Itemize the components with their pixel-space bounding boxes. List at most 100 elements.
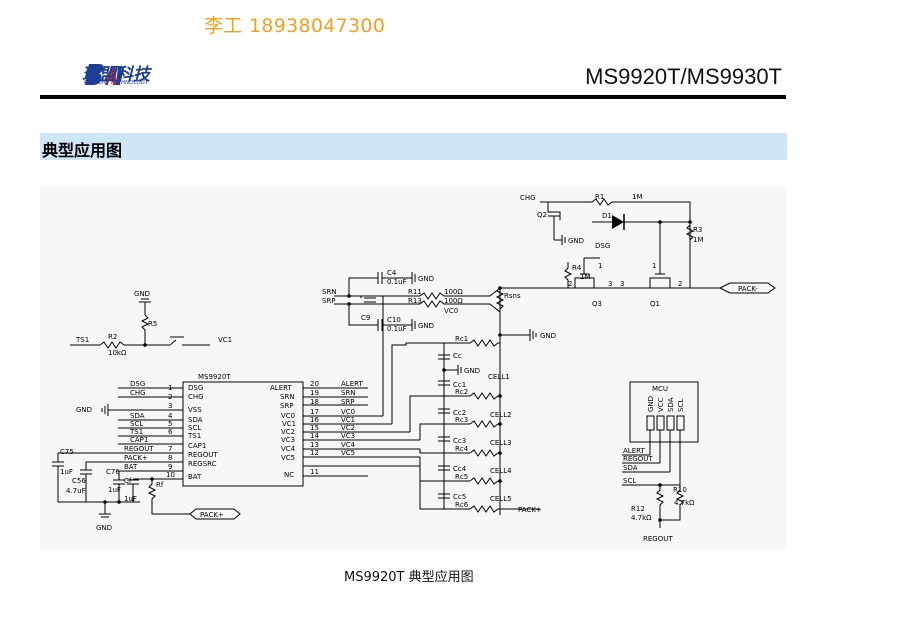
cell2-label: CELL2 — [490, 411, 512, 419]
svg-text:VC4: VC4 — [281, 445, 296, 453]
regout-bottom-label: REGOUT — [643, 535, 673, 543]
svg-text:BAT: BAT — [124, 463, 138, 471]
r13-value: 100Ω — [444, 297, 463, 305]
svg-text:CHG: CHG — [188, 393, 204, 401]
svg-text:BAT: BAT — [188, 473, 202, 481]
svg-text:18: 18 — [310, 398, 319, 406]
rc3-label: Rc3 — [455, 416, 468, 424]
svg-text:SCL: SCL — [130, 420, 143, 428]
rc5-label: Rc5 — [455, 473, 468, 481]
d1-label: D1 — [602, 212, 612, 220]
svg-text:11: 11 — [310, 468, 319, 476]
svg-text:REGOUT: REGOUT — [188, 451, 218, 459]
q1-pin-1: 1 — [652, 262, 656, 270]
svg-text:ALERT: ALERT — [270, 384, 292, 392]
rc2-label: Rc2 — [455, 388, 468, 396]
c4-label: C4 — [387, 269, 397, 277]
rf-label: Rf — [156, 481, 164, 489]
svg-text:VC4: VC4 — [341, 441, 356, 449]
rsns-label: Rsns — [504, 292, 521, 300]
c75-label: C75 — [60, 448, 74, 456]
q1-label: Q1 — [650, 300, 660, 308]
c76-label: C76 — [106, 468, 120, 476]
svg-text:CAP1: CAP1 — [188, 442, 206, 450]
q3-label: Q3 — [592, 300, 602, 308]
ic-right-pins: ALERT SRN SRP VC0 VC1 VC2 VC3 VC4 VC5 NC… — [270, 380, 363, 479]
r1-label: R1 — [595, 193, 604, 201]
company-logo — [85, 64, 122, 85]
svg-text:VC1: VC1 — [282, 420, 296, 428]
sda-net-label: SDA — [623, 464, 638, 472]
contact-info: 李工 18938047300 — [204, 15, 386, 37]
brand-subtitle: Ruimeng TECHNOLOGY — [84, 80, 149, 86]
svg-text:VC3: VC3 — [281, 436, 295, 444]
q2-label: Q2 — [537, 211, 547, 219]
svg-text:REGOUT: REGOUT — [124, 445, 154, 453]
r11-value: 100Ω — [444, 288, 463, 296]
alert-net-label: ALERT — [623, 447, 645, 455]
dsg-label: DSG — [595, 242, 610, 250]
svg-text:13: 13 — [310, 441, 319, 449]
ic-name: MS9920T — [198, 373, 231, 381]
c56-label: C56 — [72, 477, 86, 485]
r4-label: R4 — [572, 264, 582, 272]
chg-label: CHG — [520, 194, 536, 202]
svg-text:5: 5 — [168, 420, 172, 428]
pack-minus-label: PACK- — [738, 285, 758, 293]
svg-text:VC5: VC5 — [341, 449, 355, 457]
svg-text:4: 4 — [168, 412, 173, 420]
svg-text:VC2: VC2 — [281, 428, 295, 436]
cc-label: Cc — [453, 352, 462, 360]
r1-value: 1M — [632, 193, 643, 201]
schematic-background — [40, 187, 786, 549]
gnd-label-bottom: GND — [96, 524, 112, 532]
brand-name: 瑞盟科技 — [82, 65, 150, 85]
q3-pin-2: 2 — [568, 280, 572, 288]
r4-value: 1M — [580, 273, 591, 281]
svg-text:VC3: VC3 — [341, 432, 355, 440]
svg-text:20: 20 — [310, 380, 319, 388]
cell3-label: CELL3 — [490, 439, 512, 447]
q1-pin-2: 2 — [678, 280, 682, 288]
cc5-label: Cc5 — [453, 493, 466, 501]
svg-text:SDA: SDA — [130, 412, 145, 420]
q1-pin-3: 3 — [620, 280, 624, 288]
c10-label: C10 — [387, 316, 401, 324]
cell5-label: CELL5 — [490, 495, 512, 503]
svg-text:SDA: SDA — [188, 416, 203, 424]
q3-pin-3: 3 — [608, 280, 612, 288]
cc1-label: Cc1 — [453, 381, 466, 389]
svg-text:VC1: VC1 — [341, 416, 355, 424]
c9-label: C9 — [361, 314, 370, 322]
cf-value: 1uF — [124, 495, 137, 503]
r2-label: R2 — [108, 333, 117, 341]
srn-label: SRN — [322, 288, 337, 296]
figure-caption: MS9920T 典型应用图 — [344, 570, 474, 585]
svg-text:REGSRC: REGSRC — [188, 460, 217, 468]
pack-plus-arrow-label: PACK+ — [200, 511, 224, 519]
gnd-label-stack: GND — [540, 332, 556, 340]
svg-text:SRN: SRN — [341, 389, 356, 397]
ts1-net-label: TS1 — [75, 336, 89, 344]
rc1-label: Rc1 — [455, 335, 468, 343]
svg-text:14: 14 — [310, 432, 319, 440]
section-title: 典型应用图 — [42, 141, 123, 160]
svg-text:19: 19 — [310, 389, 319, 397]
svg-text:3: 3 — [168, 402, 172, 410]
gnd-label-cc: GND — [464, 367, 480, 375]
ic-left-pins: DSG CHG VSS SDA SCL TS1 CAP1 REGOUT REGS… — [124, 380, 218, 481]
svg-text:16: 16 — [310, 416, 319, 424]
r5-label: R5 — [148, 320, 157, 328]
cell4-label: CELL4 — [490, 467, 512, 475]
regout-net-label: REGOUT — [623, 455, 653, 463]
svg-text:6: 6 — [168, 428, 173, 436]
gnd-label-q2: GND — [568, 237, 584, 245]
svg-text:ALERT: ALERT — [341, 380, 363, 388]
cc3-label: Cc3 — [453, 437, 466, 445]
r2-value: 10kΩ — [108, 349, 127, 357]
svg-text:12: 12 — [310, 449, 319, 457]
c75-value: 1uF — [60, 468, 73, 476]
svg-text:17: 17 — [310, 408, 319, 416]
svg-text:PACK+: PACK+ — [124, 454, 148, 462]
